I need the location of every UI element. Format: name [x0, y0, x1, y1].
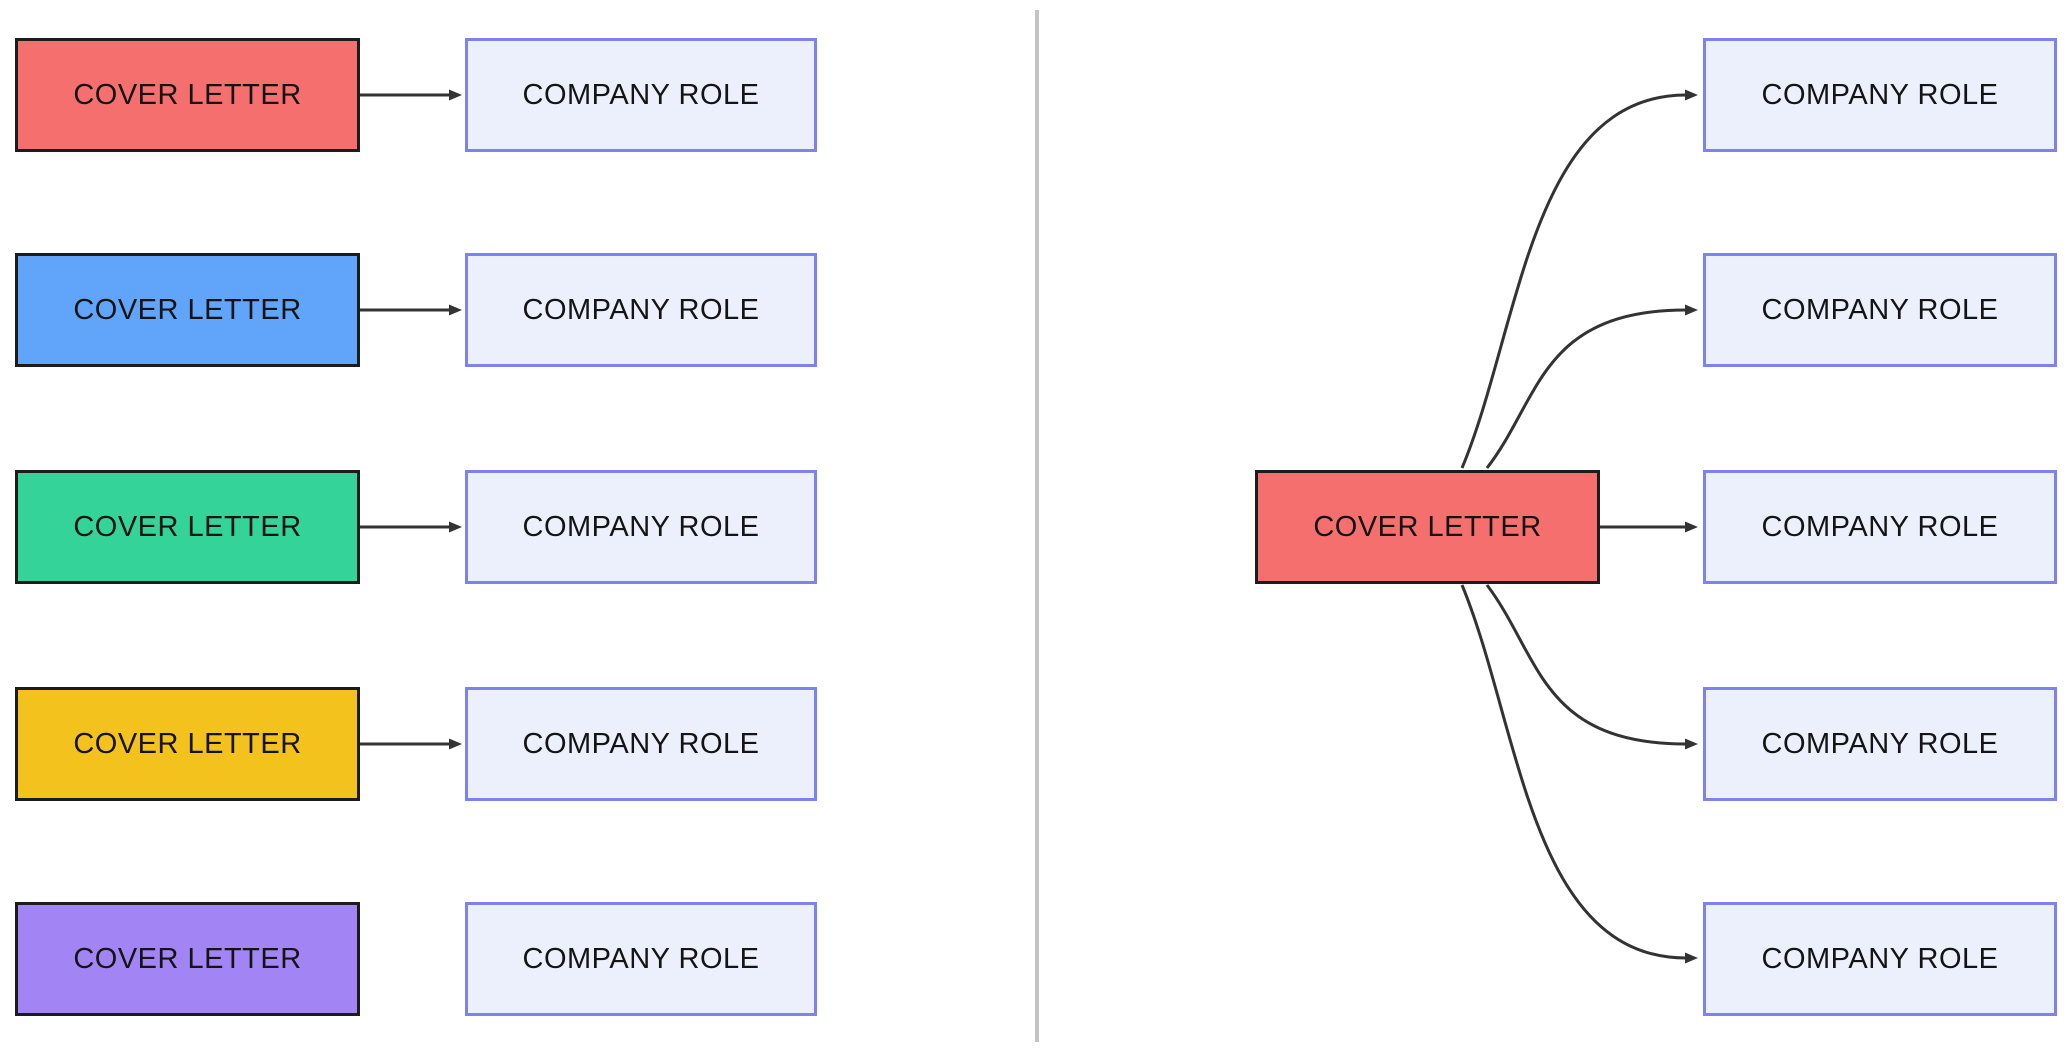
cover-letter-label: COVER LETTER: [1313, 510, 1542, 543]
company-role-label: COMPANY ROLE: [1761, 727, 1999, 760]
cover-letter-node: COVER LETTER: [15, 253, 360, 367]
edge-right-target4-arrow: [1485, 584, 1698, 750]
company-role-node: COMPANY ROLE: [465, 38, 817, 152]
company-role-label: COMPANY ROLE: [1761, 942, 1999, 975]
cover-letter-label: COVER LETTER: [73, 727, 302, 760]
company-role-label: COMPANY ROLE: [522, 78, 760, 111]
edge-right-target2-arrow: [1485, 304, 1698, 469]
cover-letter-node: COVER LETTER: [15, 687, 360, 801]
cover-letter-label: COVER LETTER: [73, 942, 302, 975]
cover-letter-node: COVER LETTER: [1255, 470, 1600, 584]
company-role-label: COMPANY ROLE: [522, 942, 760, 975]
divider-line: [1035, 10, 1039, 1042]
company-role-node: COMPANY ROLE: [465, 687, 817, 801]
cover-letter-node: COVER LETTER: [15, 902, 360, 1016]
edge-right-target1-arrow: [1460, 89, 1698, 469]
company-role-node: COMPANY ROLE: [1703, 253, 2057, 367]
company-role-node: COMPANY ROLE: [465, 470, 817, 584]
company-role-node: COMPANY ROLE: [465, 902, 817, 1016]
company-role-label: COMPANY ROLE: [522, 510, 760, 543]
edge-right-target5-arrow: [1460, 584, 1698, 964]
cover-letter-node: COVER LETTER: [15, 470, 360, 584]
cover-letter-label: COVER LETTER: [73, 510, 302, 543]
company-role-node: COMPANY ROLE: [1703, 38, 2057, 152]
company-role-label: COMPANY ROLE: [522, 293, 760, 326]
cover-letter-node: COVER LETTER: [15, 38, 360, 152]
cover-letter-label: COVER LETTER: [73, 78, 302, 111]
company-role-label: COMPANY ROLE: [1761, 78, 1999, 111]
company-role-node: COMPANY ROLE: [1703, 470, 2057, 584]
company-role-node: COMPANY ROLE: [1703, 687, 2057, 801]
company-role-label: COMPANY ROLE: [1761, 293, 1999, 326]
company-role-label: COMPANY ROLE: [522, 727, 760, 760]
company-role-label: COMPANY ROLE: [1761, 510, 1999, 543]
company-role-node: COMPANY ROLE: [465, 253, 817, 367]
cover-letter-label: COVER LETTER: [73, 293, 302, 326]
company-role-node: COMPANY ROLE: [1703, 902, 2057, 1016]
